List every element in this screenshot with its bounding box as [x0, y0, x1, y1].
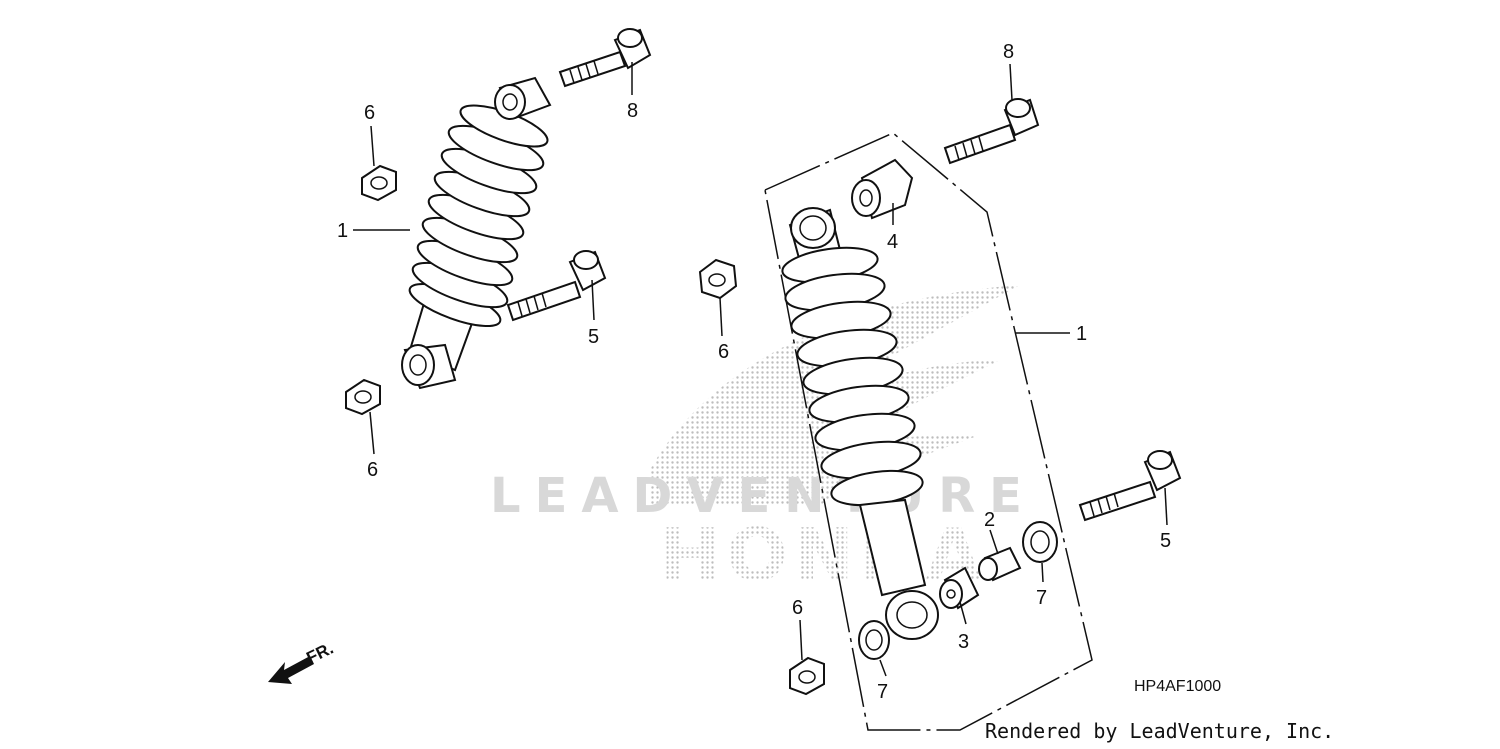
callout-left-lower-bolt: 5: [588, 326, 599, 348]
seal-right: [1022, 521, 1058, 563]
right-spring: [781, 246, 924, 507]
callout-seal-right: 7: [1036, 587, 1047, 609]
callout-labels: 1 6 8 5 6 1 8 4 6 5 2 3 7 7 6: [337, 41, 1171, 703]
right-upper-nut: [698, 258, 738, 300]
right-lower-bolt: [1078, 450, 1182, 522]
callout-right-bushing: 4: [887, 231, 898, 253]
front-direction-indicator: FR.: [268, 639, 336, 684]
callout-left-lower-nut: 6: [367, 459, 378, 481]
left-lower-bolt: [506, 250, 607, 322]
left-upper-eye: [494, 76, 552, 120]
right-upper-bolt: [943, 98, 1040, 165]
left-spring: [408, 104, 549, 328]
callout-seal-left: 7: [877, 681, 888, 703]
left-lower-nut: [345, 378, 381, 416]
left-lower-eye: [401, 343, 457, 390]
left-shock-absorber: [401, 76, 552, 390]
callout-collar: 2: [984, 509, 995, 531]
bearing: [939, 566, 980, 610]
callout-right-lower-nut: 6: [792, 597, 803, 619]
right-lower-eye: [885, 590, 939, 640]
diagram-code: HP4AF1000: [1134, 678, 1221, 695]
right-shock-absorber: [781, 207, 939, 640]
callout-right-shock: 1: [1076, 323, 1087, 345]
watermark-brand: HONDA: [660, 513, 987, 597]
credit-text: Rendered by LeadVenture, Inc.: [985, 719, 1334, 743]
right-lower-nut: [789, 656, 825, 696]
callout-right-upper-nut: 6: [718, 341, 729, 363]
left-upper-nut: [361, 164, 397, 202]
watermark-text: LEADVENTURE: [490, 468, 1036, 524]
collar: [978, 546, 1022, 582]
callout-bearing: 3: [958, 631, 969, 653]
callout-right-lower-bolt: 5: [1160, 530, 1171, 552]
watermark: LEADVENTURE HONDA: [490, 285, 1036, 597]
left-upper-bolt: [558, 28, 652, 88]
right-assembly-outline: [764, 132, 1093, 731]
right-bushing: [851, 158, 914, 220]
seal-left: [858, 620, 890, 660]
callout-left-shock: 1: [337, 220, 348, 242]
callout-left-upper-nut: 6: [364, 102, 375, 124]
callout-right-upper-bolt: 8: [1003, 41, 1014, 63]
front-arrow-icon: [268, 656, 314, 684]
callout-left-upper-bolt: 8: [627, 100, 638, 122]
leader-lines: [353, 62, 1168, 677]
